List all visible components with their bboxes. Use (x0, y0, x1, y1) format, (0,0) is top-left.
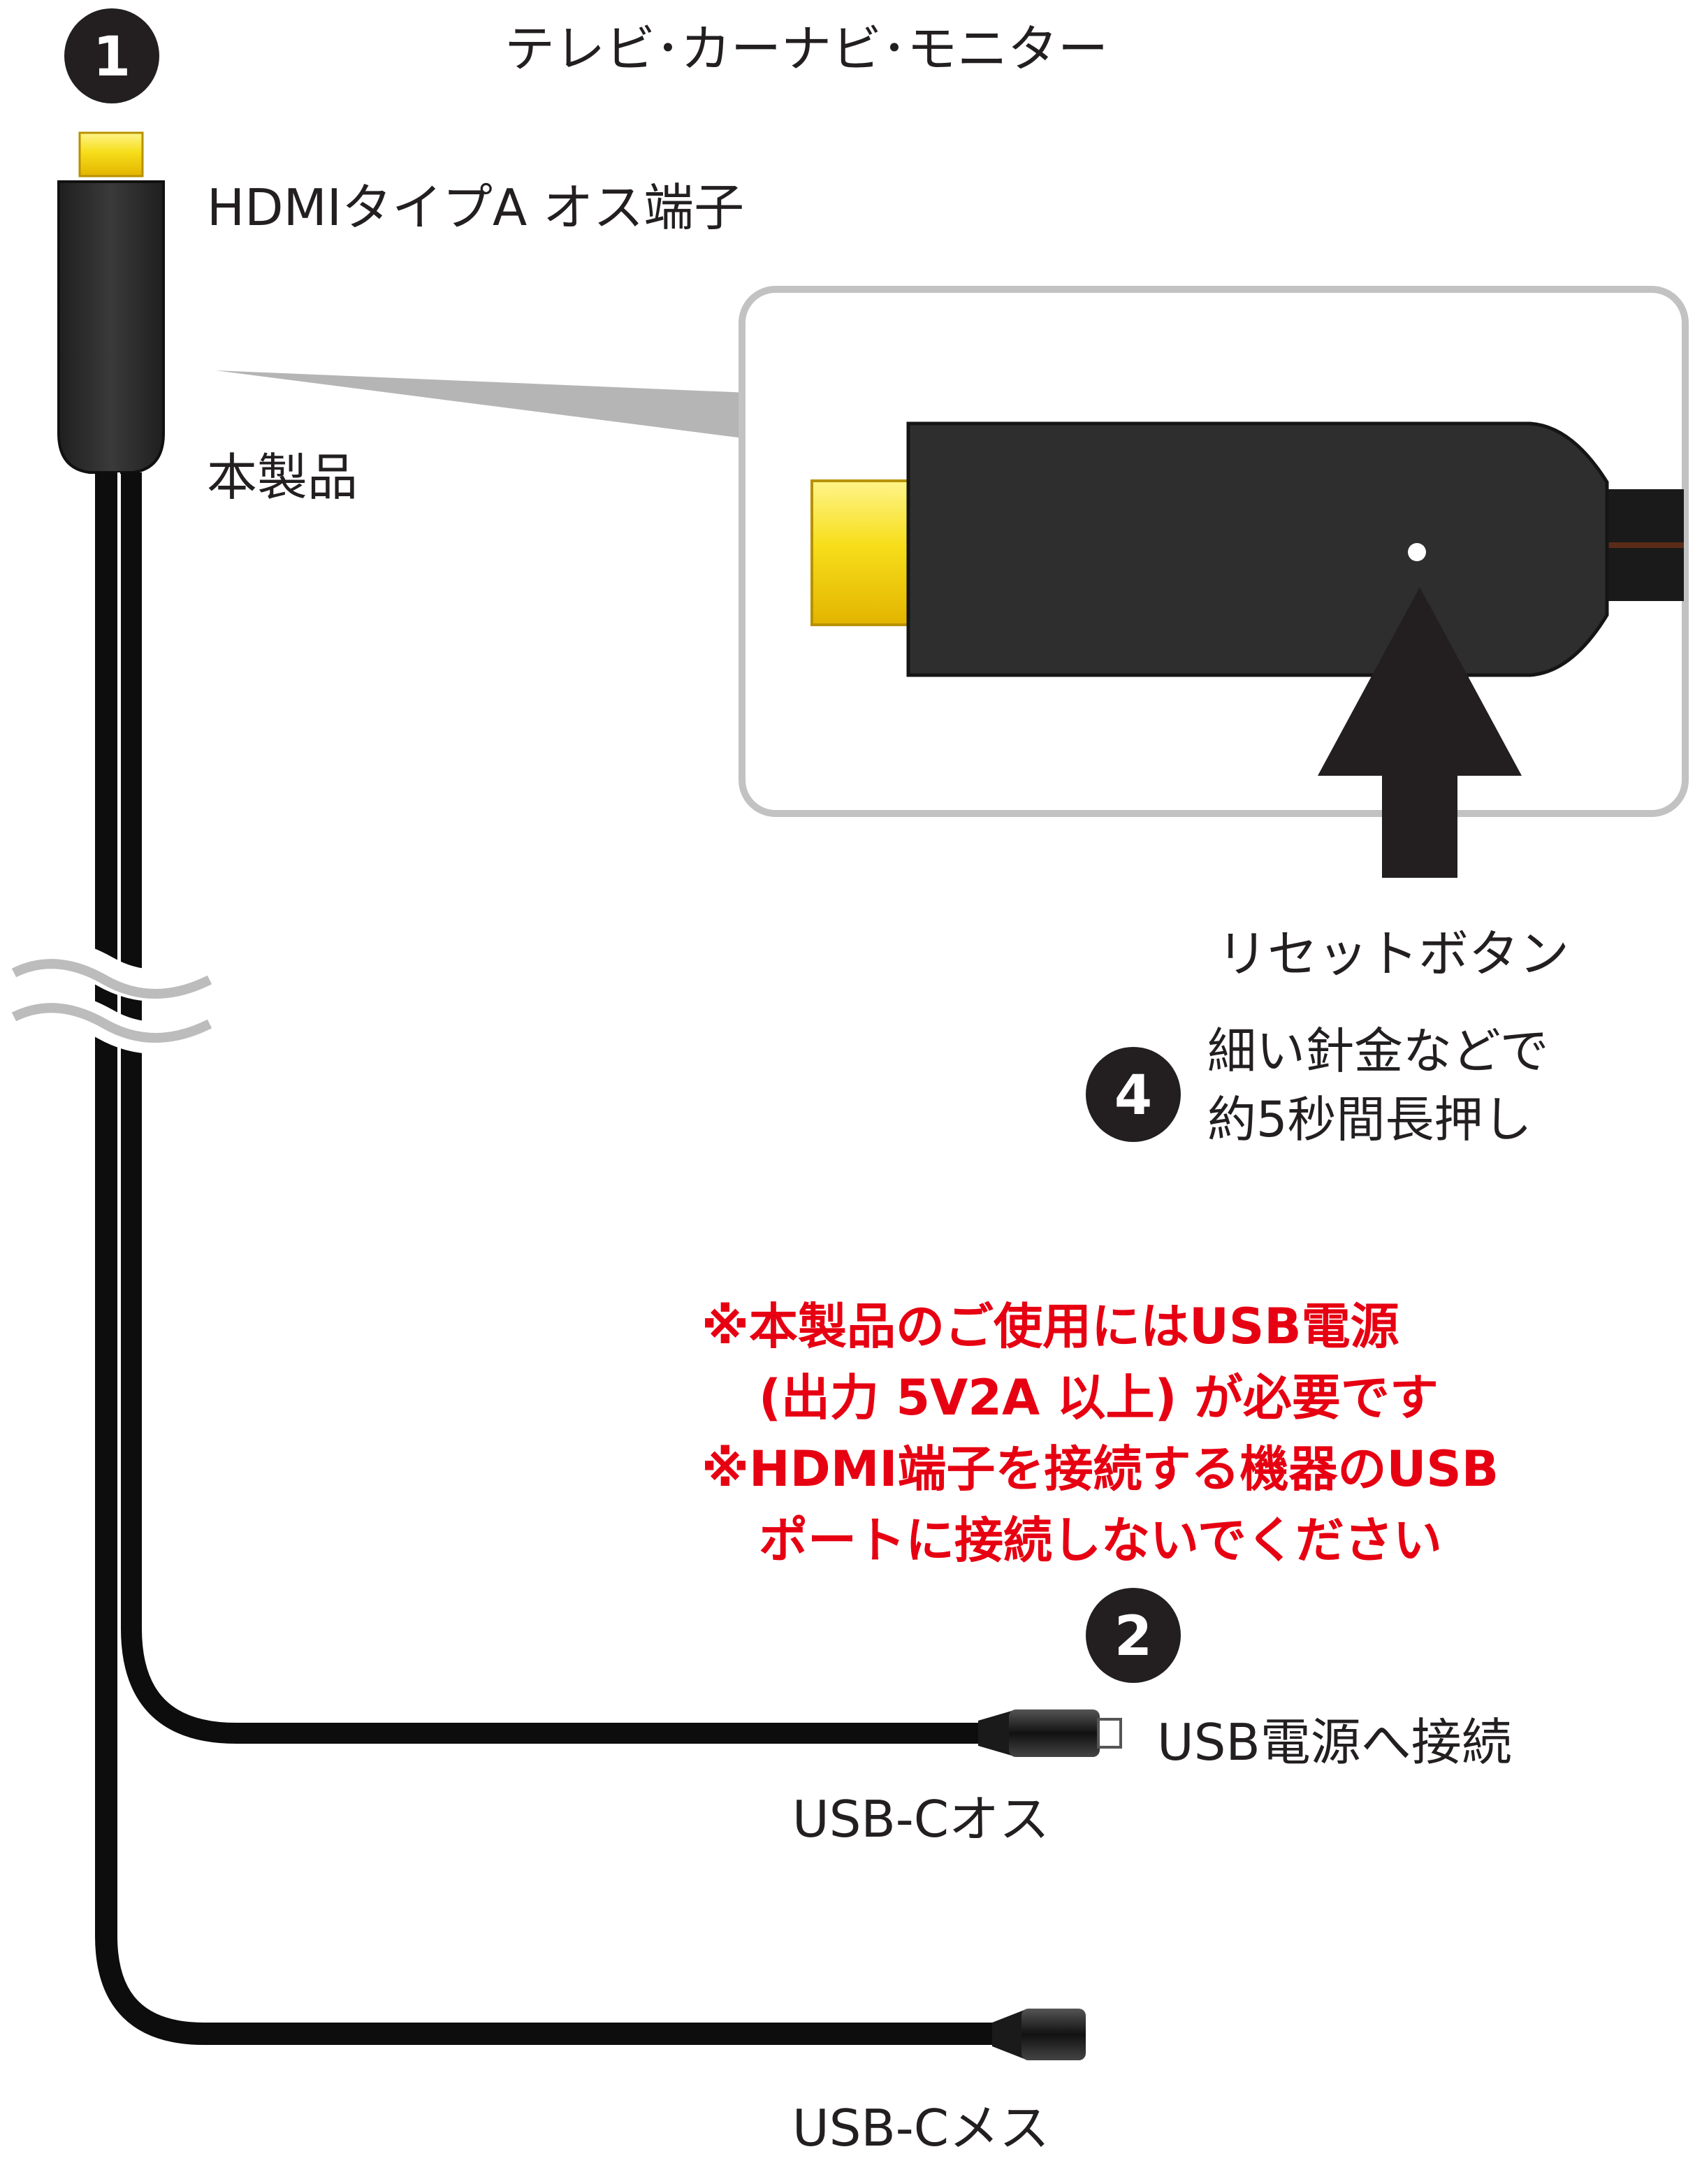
note-line3: ※HDMI端子を接続する機器のUSB (701, 1440, 1499, 1498)
reset-pinhole[interactable] (1408, 543, 1426, 561)
reset-instruction-line1: 細い針金などで (1207, 1022, 1549, 1080)
reset-instruction-line2: 約5秒間長押し (1207, 1091, 1532, 1148)
usb-c-female-connector (992, 2009, 1086, 2060)
caution-notes: ※本製品のご使用にはUSB電源 (出力 5V2A 以上) が必要です ※HDMI… (701, 1298, 1499, 1569)
enlarged-cable (1600, 489, 1684, 601)
usb-power-connect-label: USB電源へ接続 (1157, 1713, 1512, 1772)
reset-button-label: リセットボタン (1217, 925, 1569, 983)
svg-text:4: 4 (1114, 1064, 1152, 1127)
svg-text:2: 2 (1114, 1605, 1152, 1668)
step4-badge: 4 (1086, 1047, 1181, 1142)
note-line4: ポートに接続しないでください (759, 1512, 1442, 1569)
enlarged-product-body (906, 421, 1609, 677)
cable-break-mark (6, 939, 217, 1054)
usb-c-male-connector (978, 1709, 1122, 1757)
hdmi-plug (78, 131, 144, 178)
product-label: 本製品 (207, 448, 358, 507)
svg-text:1: 1 (93, 26, 131, 89)
usb-c-female-label: USB-Cメス (792, 2099, 1049, 2157)
note-line2: (出力 5V2A 以上) が必要です (759, 1369, 1439, 1426)
note-line1: ※本製品のご使用にはUSB電源 (701, 1298, 1399, 1355)
step1-badge: 1 (64, 8, 159, 103)
reset-arrow (1318, 587, 1522, 878)
target-devices-label: テレビ･カーナビ･モニター (504, 20, 1108, 78)
enlarged-hdmi-plug (810, 479, 918, 626)
callout-pointer (215, 370, 749, 439)
step2-badge: 2 (1086, 1588, 1181, 1683)
hdmi-connector-label: HDMIタイプA オス端子 (207, 178, 744, 237)
product-body (57, 180, 165, 474)
usb-c-male-label: USB-Cオス (792, 1790, 1049, 1849)
